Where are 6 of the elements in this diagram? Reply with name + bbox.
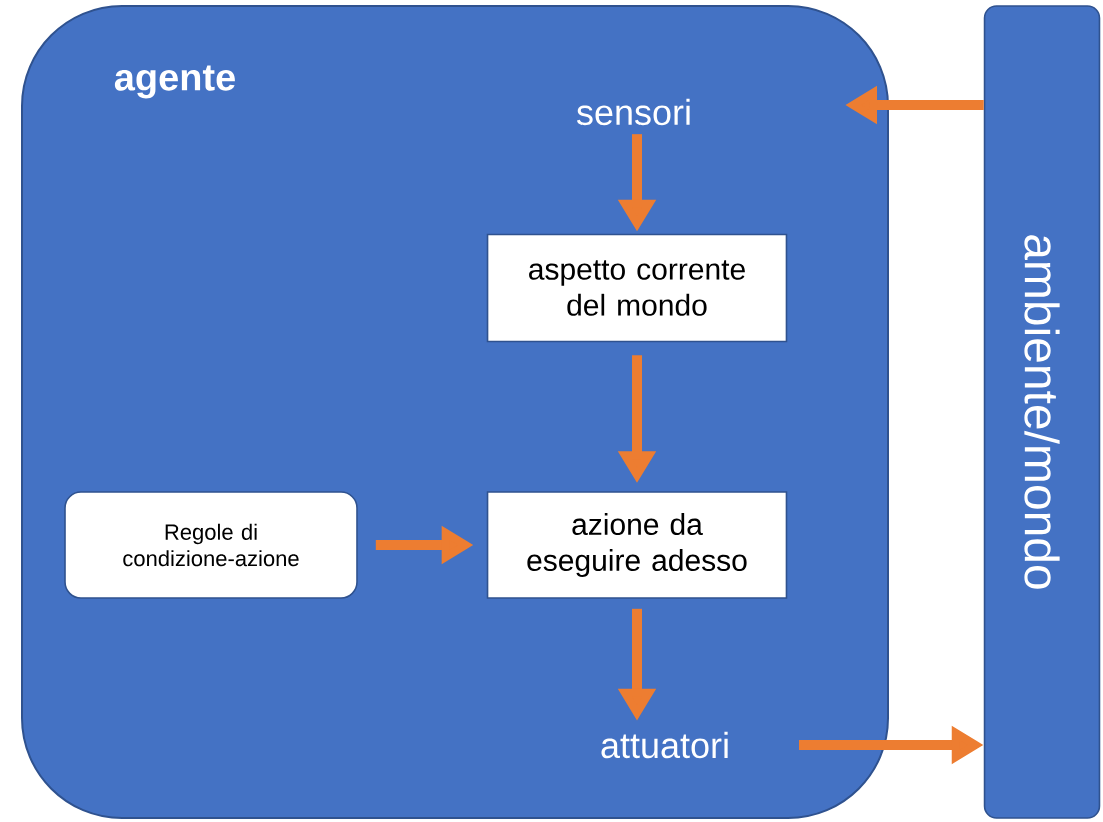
environment-band: ambiente/mondo (983, 5, 1101, 819)
rules-box: Regole di condizione-azione (64, 491, 358, 599)
process-box: azione da eseguire adesso (486, 491, 788, 599)
label-text: attuatori (601, 731, 728, 759)
label-text: sensori (577, 98, 690, 126)
process-box: aspetto corrente del mondo (486, 233, 788, 343)
